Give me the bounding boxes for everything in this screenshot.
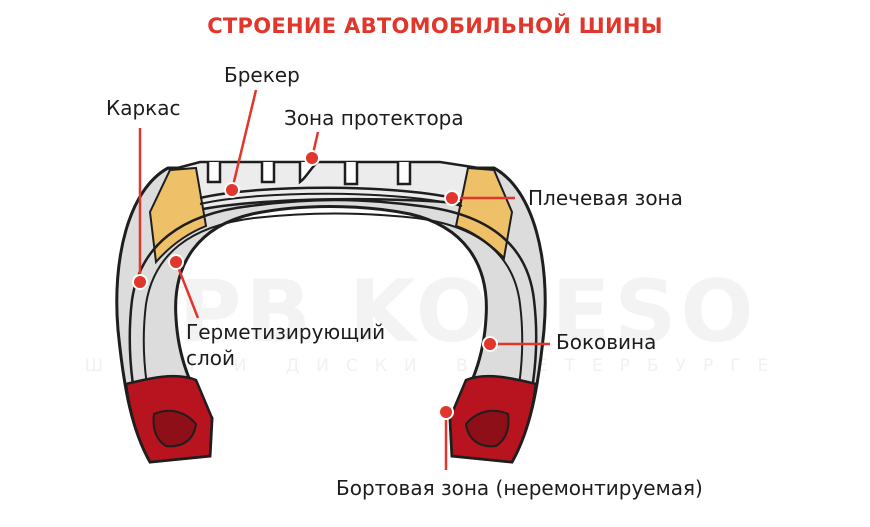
dot-shoulder [444, 190, 460, 206]
watermark-logo: SPB KOLESO [112, 262, 758, 362]
label-sealant-line2: слой [186, 346, 236, 370]
label-tread: Зона протектора [284, 106, 464, 130]
label-bead: Бортовая зона (неремонтируемая) [336, 476, 703, 500]
dot-bead [438, 404, 454, 420]
dot-tread [304, 150, 320, 166]
carcass-layer [128, 198, 538, 453]
label-shoulder: Плечевая зона [528, 186, 683, 210]
page-title: СТРОЕНИЕ АВТОМОБИЛЬНОЙ ШИНЫ [207, 14, 663, 38]
dot-carcass [132, 274, 148, 290]
label-sealant-line1: Герметизирующий [186, 320, 386, 344]
dot-breaker [224, 182, 240, 198]
tread-grooves [206, 160, 412, 186]
leader-breaker [230, 89, 258, 191]
label-sidewall: Боковина [556, 330, 657, 354]
watermark-tagline: ШИНЫ И ДИСКИ В ПЕТЕРБУРГЕ [84, 356, 786, 376]
sealant-layer [142, 212, 524, 451]
label-breaker: Брекер [224, 63, 300, 87]
dot-sidewall [482, 336, 498, 352]
label-carcass: Каркас [106, 96, 181, 120]
dot-sealant [168, 254, 184, 270]
leader-sealant [174, 261, 200, 319]
